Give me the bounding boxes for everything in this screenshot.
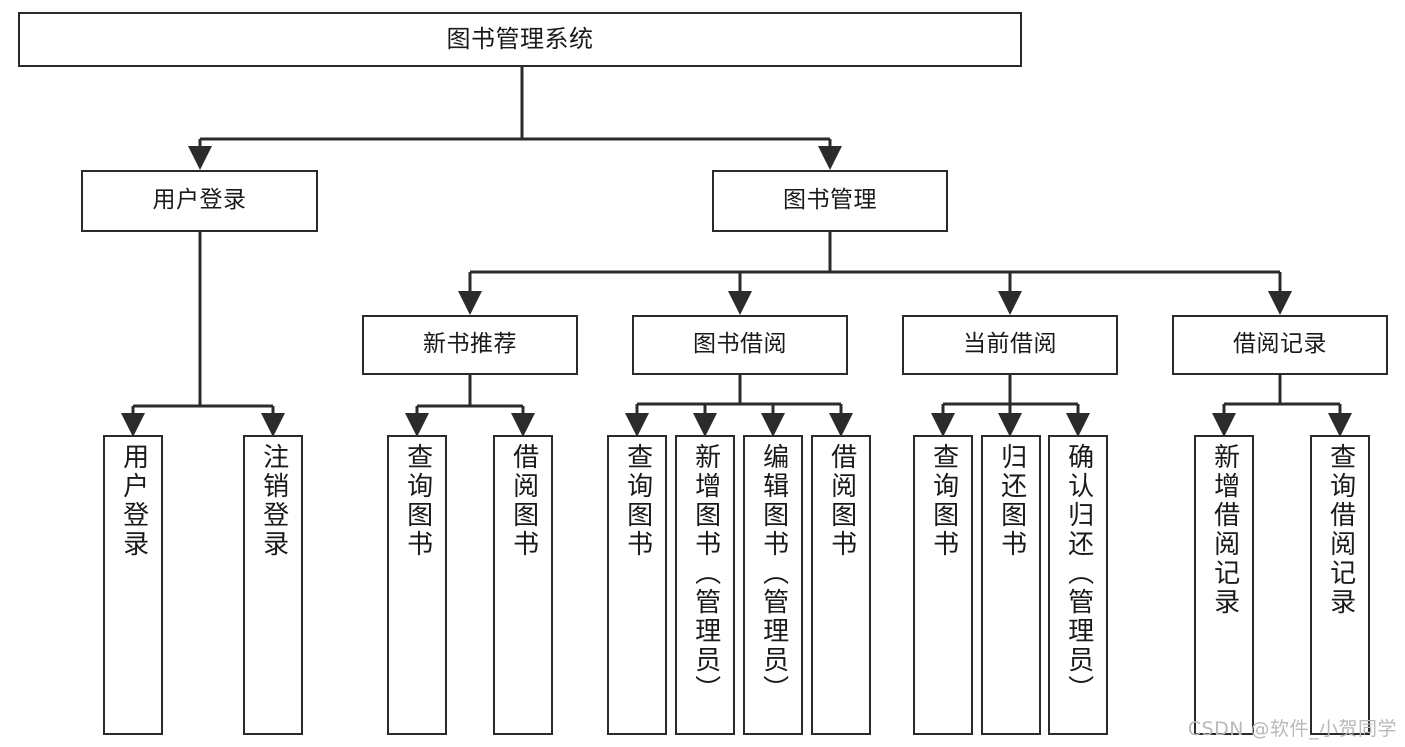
node-new-book-recommend-label: 新书推荐: [423, 331, 517, 358]
node-leaf-borrow-book-2[interactable]: 借阅图书: [811, 435, 871, 735]
node-book-manage[interactable]: 图书管理: [712, 170, 948, 232]
node-leaf-add-book[interactable]: 新增图书（管理员）: [675, 435, 735, 735]
node-leaf-logout-label: 注销登录: [258, 443, 289, 559]
node-borrow-record[interactable]: 借阅记录: [1172, 315, 1388, 375]
node-leaf-add-book-label: 新增图书（管理员）: [690, 443, 721, 704]
node-leaf-edit-book[interactable]: 编辑图书（管理员）: [743, 435, 803, 735]
node-current-borrow-label: 当前借阅: [963, 331, 1057, 358]
csdn-watermark: CSDN @软件_小贺同学: [1187, 718, 1397, 740]
node-leaf-borrow-book-2-label: 借阅图书: [826, 443, 857, 559]
node-leaf-add-record-label: 新增借阅记录: [1209, 443, 1240, 617]
node-new-book-recommend[interactable]: 新书推荐: [362, 315, 578, 375]
node-root[interactable]: 图书管理系统: [18, 12, 1022, 67]
node-leaf-query-book-2[interactable]: 查询图书: [607, 435, 667, 735]
node-leaf-user-login[interactable]: 用户登录: [103, 435, 163, 735]
node-leaf-logout[interactable]: 注销登录: [243, 435, 303, 735]
node-leaf-borrow-book-1-label: 借阅图书: [508, 443, 539, 559]
node-leaf-query-book-1[interactable]: 查询图书: [387, 435, 447, 735]
node-book-borrow[interactable]: 图书借阅: [632, 315, 848, 375]
node-leaf-query-record-label: 查询借阅记录: [1325, 443, 1356, 617]
node-leaf-query-book-2-label: 查询图书: [622, 443, 653, 559]
node-borrow-record-label: 借阅记录: [1233, 331, 1327, 358]
node-leaf-borrow-book-1[interactable]: 借阅图书: [493, 435, 553, 735]
node-leaf-confirm-return[interactable]: 确认归还（管理员）: [1048, 435, 1108, 735]
node-book-manage-label: 图书管理: [783, 187, 877, 214]
node-leaf-return-book-label: 归还图书: [996, 443, 1027, 559]
node-leaf-add-record[interactable]: 新增借阅记录: [1194, 435, 1254, 735]
node-leaf-query-book-3[interactable]: 查询图书: [913, 435, 973, 735]
node-leaf-user-login-label: 用户登录: [118, 443, 149, 559]
node-leaf-query-record[interactable]: 查询借阅记录: [1310, 435, 1370, 735]
node-book-borrow-label: 图书借阅: [693, 331, 787, 358]
node-leaf-confirm-return-label: 确认归还（管理员）: [1063, 443, 1094, 704]
node-current-borrow[interactable]: 当前借阅: [902, 315, 1118, 375]
node-user-login[interactable]: 用户登录: [81, 170, 318, 232]
node-leaf-query-book-1-label: 查询图书: [402, 443, 433, 559]
node-user-login-label: 用户登录: [152, 187, 247, 214]
node-root-label: 图书管理系统: [446, 25, 594, 54]
node-leaf-return-book[interactable]: 归还图书: [981, 435, 1041, 735]
node-leaf-query-book-3-label: 查询图书: [928, 443, 959, 559]
node-leaf-edit-book-label: 编辑图书（管理员）: [758, 443, 789, 704]
